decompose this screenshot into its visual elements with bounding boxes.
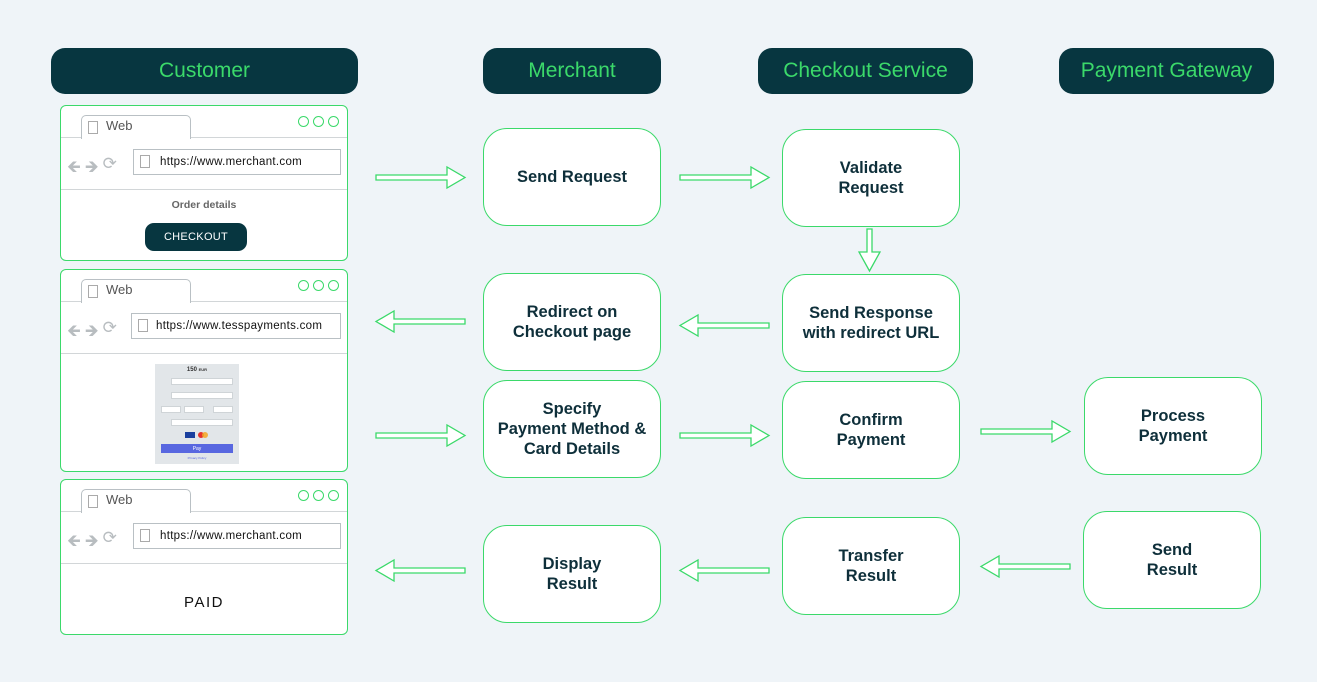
arrow-left-icon — [374, 309, 466, 334]
lane-header-payment-gateway: Payment Gateway — [1059, 48, 1274, 94]
arrow-right-icon — [375, 165, 467, 190]
order-details-label: Order details — [171, 199, 237, 211]
window-controls — [298, 490, 339, 501]
lane-header-checkout-service: Checkout Service — [758, 48, 973, 94]
arrow-right-icon — [375, 423, 467, 448]
window-control-icon — [298, 280, 309, 291]
payment-status: PAID — [184, 594, 224, 611]
browser-window-checkout: Web 🡸 🡺 ⟳ https://www.tesspayments.com 1… — [60, 269, 348, 472]
document-icon — [138, 319, 148, 332]
url-text: https://www.merchant.com — [160, 156, 303, 168]
browser-window-result: Web 🡸 🡺 ⟳ https://www.merchant.com PAID — [60, 479, 348, 635]
arrow-down-icon — [857, 228, 882, 273]
step-send-request: Send Request — [483, 128, 661, 226]
url-bar: https://www.merchant.com — [133, 523, 341, 549]
browser-tab: Web — [81, 115, 191, 139]
browser-nav: 🡸 🡺 ⟳ — [67, 528, 117, 557]
arrow-left-icon — [979, 554, 1071, 579]
reload-icon: ⟳ — [102, 528, 117, 547]
step-display-result: Display Result — [483, 525, 661, 623]
window-control-icon — [328, 490, 339, 501]
tab-divider — [61, 301, 347, 302]
step-confirm-payment: Confirm Payment — [782, 381, 960, 479]
checkout-button[interactable]: CHECKOUT — [145, 223, 247, 251]
reload-icon: ⟳ — [102, 318, 117, 337]
mastercard-icon — [198, 432, 208, 438]
lane-header-customer: Customer — [51, 48, 358, 94]
payment-amount: 150 EUR — [155, 367, 239, 373]
url-text: https://www.merchant.com — [160, 530, 303, 542]
visa-icon — [185, 432, 195, 438]
privacy-policy-link[interactable]: Privacy Policy — [187, 456, 207, 460]
email-field[interactable] — [171, 378, 233, 385]
card-number-field[interactable] — [171, 392, 233, 399]
expiry-year-field[interactable] — [184, 406, 204, 413]
browser-nav: 🡸 🡺 ⟳ — [67, 154, 117, 183]
window-control-icon — [313, 116, 324, 127]
reload-icon: ⟳ — [102, 154, 117, 173]
expiry-month-field[interactable] — [161, 406, 181, 413]
step-send-result: Send Result — [1083, 511, 1261, 609]
browser-tab-label: Web — [106, 118, 133, 133]
forward-arrow-icon: 🡺 — [84, 321, 99, 340]
back-arrow-icon: 🡸 — [67, 531, 81, 550]
document-icon — [88, 495, 98, 508]
step-process-payment: Process Payment — [1084, 377, 1262, 475]
arrow-right-icon — [679, 423, 771, 448]
divider — [61, 189, 347, 190]
window-controls — [298, 280, 339, 291]
cvv-field[interactable] — [213, 406, 233, 413]
document-icon — [88, 285, 98, 298]
window-controls — [298, 116, 339, 127]
divider — [61, 563, 347, 564]
amount-value: 150 — [186, 367, 197, 373]
window-control-icon — [328, 280, 339, 291]
step-specify-payment: Specify Payment Method & Card Details — [483, 380, 661, 478]
document-icon — [88, 121, 98, 134]
document-icon — [140, 155, 150, 168]
browser-tab: Web — [81, 489, 191, 513]
document-icon — [140, 529, 150, 542]
amount-currency: EUR — [198, 367, 208, 372]
arrow-left-icon — [678, 558, 770, 583]
window-control-icon — [298, 116, 309, 127]
tab-divider — [61, 137, 347, 138]
browser-tab: Web — [81, 279, 191, 303]
arrow-left-icon — [374, 558, 466, 583]
url-text: https://www.tesspayments.com — [156, 320, 323, 332]
forward-arrow-icon: 🡺 — [84, 157, 99, 176]
url-bar: https://www.tesspayments.com — [131, 313, 341, 339]
browser-nav: 🡸 🡺 ⟳ — [67, 318, 117, 347]
arrow-right-icon — [980, 419, 1072, 444]
browser-tab-label: Web — [106, 492, 133, 507]
pay-button[interactable]: Pay — [161, 444, 233, 453]
lane-header-merchant: Merchant — [483, 48, 661, 94]
tab-divider — [61, 511, 347, 512]
window-control-icon — [298, 490, 309, 501]
url-bar: https://www.merchant.com — [133, 149, 341, 175]
step-transfer-result: Transfer Result — [782, 517, 960, 615]
browser-window-merchant: Web 🡸 🡺 ⟳ https://www.merchant.com Order… — [60, 105, 348, 261]
step-send-response: Send Response with redirect URL — [782, 274, 960, 372]
payment-form: 150 EUR Pay Privacy Policy — [155, 364, 239, 464]
browser-tab-label: Web — [106, 282, 133, 297]
back-arrow-icon: 🡸 — [67, 157, 81, 176]
divider — [61, 353, 347, 354]
window-control-icon — [328, 116, 339, 127]
cardholder-field[interactable] — [171, 419, 233, 426]
window-control-icon — [313, 280, 324, 291]
step-redirect-checkout: Redirect on Checkout page — [483, 273, 661, 371]
back-arrow-icon: 🡸 — [67, 321, 81, 340]
arrow-right-icon — [679, 165, 771, 190]
forward-arrow-icon: 🡺 — [84, 531, 99, 550]
arrow-left-icon — [678, 313, 770, 338]
window-control-icon — [313, 490, 324, 501]
step-validate-request: Validate Request — [782, 129, 960, 227]
